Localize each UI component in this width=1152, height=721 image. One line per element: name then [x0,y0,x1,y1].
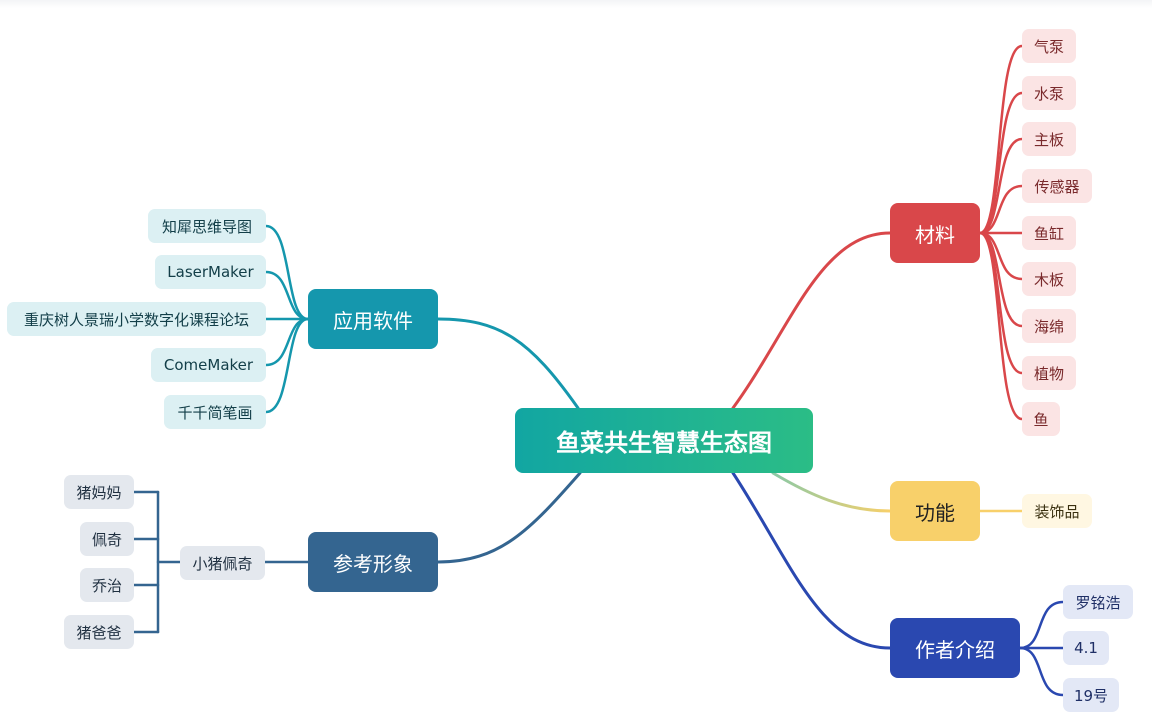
author-item-number[interactable]: 19号 [1063,678,1119,712]
connector-root-software [436,317,580,410]
materials-fan [978,44,1024,421]
material-item[interactable]: 鱼 [1022,402,1060,436]
author-item-class[interactable]: 4.1 [1063,631,1109,665]
author-item-name[interactable]: 罗铭浩 [1063,585,1133,619]
reference-bracket [132,490,310,634]
author-fan [1018,600,1065,697]
connector-root-function [771,471,892,513]
topic-function[interactable]: 功能 [890,481,980,541]
software-item[interactable]: 重庆树人景瑞小学数字化课程论坛 [7,302,266,336]
material-item[interactable]: 气泵 [1022,29,1076,63]
material-item[interactable]: 海绵 [1022,309,1076,343]
connector-root-materials [731,231,892,410]
reference-item[interactable]: 猪爸爸 [64,615,134,649]
material-item[interactable]: 木板 [1022,262,1076,296]
material-item[interactable]: 主板 [1022,122,1076,156]
reference-item[interactable]: 乔治 [80,568,134,602]
reference-item[interactable]: 佩奇 [80,522,134,556]
software-item[interactable]: 知犀思维导图 [148,209,266,243]
software-item[interactable]: 千千简笔画 [164,395,266,429]
software-item[interactable]: LaserMaker [155,255,266,289]
reference-item[interactable]: 猪妈妈 [64,475,134,509]
material-item[interactable]: 传感器 [1022,169,1092,203]
function-item[interactable]: 装饰品 [1022,494,1092,528]
topic-reference[interactable]: 参考形象 [308,532,438,592]
connector-root-author [731,471,892,650]
material-item[interactable]: 鱼缸 [1022,216,1076,250]
root-topic[interactable]: 鱼菜共生智慧生态图 [515,408,813,473]
topic-software[interactable]: 应用软件 [308,289,438,349]
material-item[interactable]: 水泵 [1022,76,1076,110]
software-fan [264,224,310,414]
software-item[interactable]: ComeMaker [151,348,266,382]
material-item[interactable]: 植物 [1022,356,1076,390]
topic-materials[interactable]: 材料 [890,203,980,263]
reference-subtopic[interactable]: 小猪佩奇 [180,546,265,580]
connector-root-reference [436,471,582,564]
topic-author[interactable]: 作者介绍 [890,618,1020,678]
window-top-bar [0,0,1152,8]
